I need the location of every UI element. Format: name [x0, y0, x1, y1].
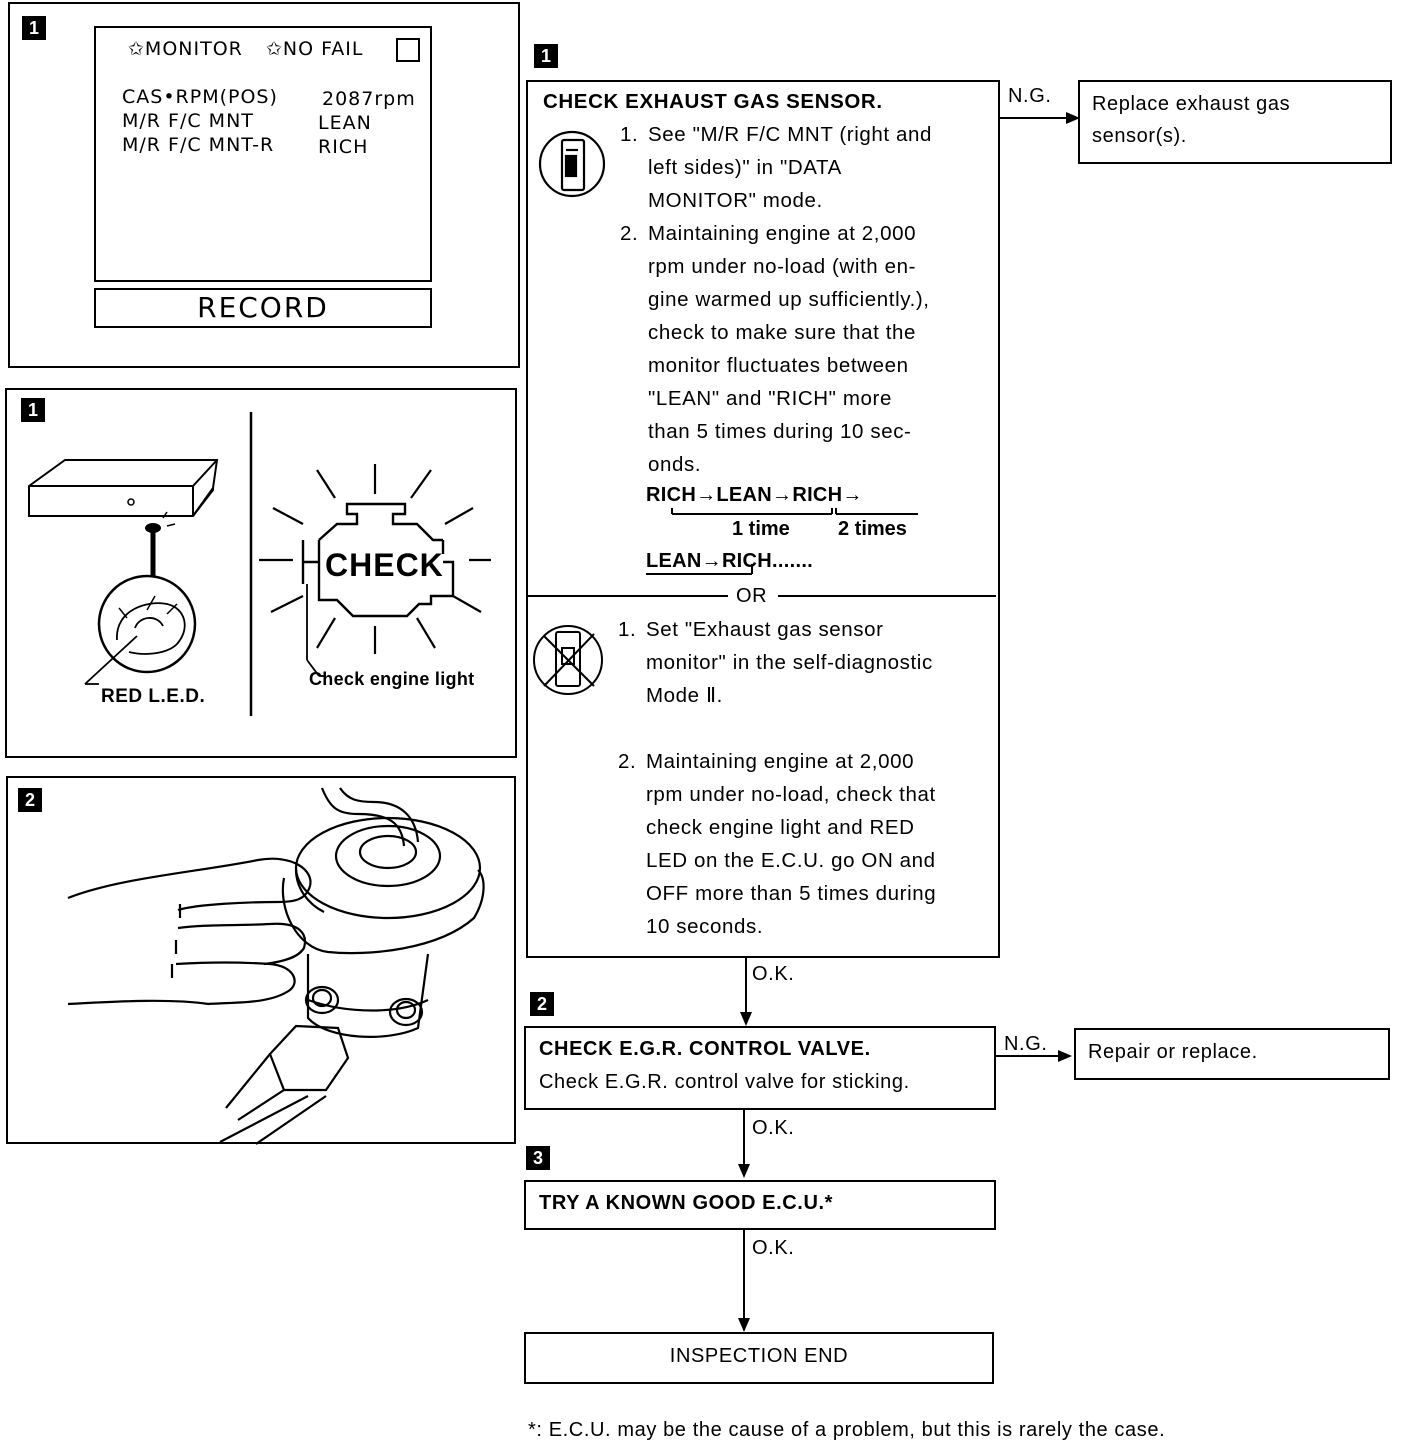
sequence-1-time: 1 time: [732, 518, 790, 540]
ecu-illustration: [28, 412, 491, 716]
led-panel-badge: 1: [21, 398, 45, 422]
no-fail-label: ✩NO FAIL: [266, 38, 364, 60]
step1-title: CHECK EXHAUST GAS SENSOR.: [543, 90, 883, 113]
item-line: rpm under no-load, check that: [646, 783, 936, 806]
item-number: 1.: [620, 123, 639, 146]
monitor-row-value: RICH: [318, 136, 369, 158]
item-line: "LEAN" and "RICH" more: [648, 387, 892, 410]
check-engine-caption: Check engine light: [309, 669, 475, 689]
step3-title: TRY A KNOWN GOOD E.C.U.*: [539, 1192, 834, 1214]
inspection-end-box: INSPECTION END: [524, 1332, 994, 1384]
step2-box: CHECK E.G.R. CONTROL VALVE. Check E.G.R.…: [524, 1026, 996, 1110]
egr-valve-illustration: [67, 787, 485, 1145]
step3-badge: 3: [526, 1146, 550, 1170]
sequence-line-2: LEAN→RICH.......: [646, 550, 814, 572]
item-number: 1.: [618, 618, 637, 641]
monitor-row-value: LEAN: [318, 112, 372, 134]
red-led-label: RED L.E.D.: [101, 686, 206, 707]
item-line: onds.: [648, 453, 702, 476]
step3-ok-label: O.K.: [752, 1237, 795, 1259]
item-number: 2.: [620, 222, 639, 245]
step1-ok-label: O.K.: [752, 963, 795, 985]
egr-valve-panel: 2: [6, 776, 516, 1145]
monitor-screen: ✩MONITOR ✩NO FAIL CAS•RPM(POS) 2087rpm M…: [94, 26, 432, 282]
step2-ng-action-box: Repair or replace.: [1074, 1028, 1390, 1080]
item-number: 2.: [618, 750, 637, 773]
monitor-row-value: 2087rpm: [322, 88, 416, 110]
monitor-checkbox: [396, 38, 420, 62]
monitor-row-name: M/R F/C MNT-R: [122, 134, 275, 156]
footnote: *: E.C.U. may be the cause of a problem,…: [528, 1419, 1166, 1441]
step1-ng-action-box: Replace exhaust gas sensor(s).: [1078, 80, 1392, 164]
or-label: OR: [736, 585, 768, 607]
monitor-panel-badge: 1: [22, 16, 46, 40]
ng-action-line: sensor(s).: [1092, 125, 1187, 147]
ng-action-line: Replace exhaust gas: [1092, 93, 1291, 115]
step1-box: [526, 80, 1000, 958]
item-line: 10 seconds.: [646, 915, 764, 938]
item-line: than 5 times during 10 sec-: [648, 420, 912, 443]
item-line: check to make sure that the: [648, 321, 917, 344]
monitor-label: ✩MONITOR: [128, 38, 243, 60]
item-line: Mode Ⅱ.: [646, 684, 723, 707]
record-button[interactable]: RECORD: [94, 288, 432, 328]
inspection-end-label: INSPECTION END: [669, 1345, 849, 1367]
sequence-line-1: RICH→LEAN→RICH→: [646, 484, 863, 506]
sequence-2-times: 2 times: [838, 518, 907, 540]
item-line: OFF more than 5 times during: [646, 882, 937, 905]
item-line: check engine light and RED: [646, 816, 915, 839]
step2-ok-label: O.K.: [752, 1117, 795, 1139]
step1-ng-label: N.G.: [1008, 85, 1052, 107]
monitor-row-name: CAS•RPM(POS): [122, 86, 278, 108]
item-line: LED on the E.C.U. go ON and: [646, 849, 936, 872]
item-line: MONITOR" mode.: [648, 189, 823, 212]
step1-badge: 1: [534, 44, 558, 68]
item-line: left sides)" in "DATA: [648, 156, 842, 179]
item-line: Maintaining engine at 2,000: [648, 222, 917, 245]
step2-badge: 2: [530, 992, 554, 1016]
led-panel: 1: [5, 388, 517, 758]
step2-ng-action: Repair or replace.: [1088, 1041, 1258, 1063]
item-line: monitor" in the self-diagnostic: [646, 651, 933, 674]
item-line: See "M/R F/C MNT (right and: [648, 123, 932, 146]
record-label: RECORD: [197, 291, 329, 324]
step2-ng-label: N.G.: [1004, 1033, 1048, 1055]
egr-panel-badge: 2: [18, 788, 42, 812]
check-engine-text: CHECK: [325, 547, 444, 583]
step2-title: CHECK E.G.R. CONTROL VALVE.: [539, 1038, 871, 1060]
item-line: monitor fluctuates between: [648, 354, 909, 377]
item-line: gine warmed up sufficiently.),: [648, 288, 930, 311]
step3-box: TRY A KNOWN GOOD E.C.U.*: [524, 1180, 996, 1230]
monitor-row-name: M/R F/C MNT: [122, 110, 254, 132]
monitor-panel: 1 ✩MONITOR ✩NO FAIL CAS•RPM(POS) 2087rpm…: [8, 2, 520, 368]
step2-text: Check E.G.R. control valve for sticking.: [539, 1071, 910, 1093]
item-line: Maintaining engine at 2,000: [646, 750, 915, 773]
item-line: Set "Exhaust gas sensor: [646, 618, 884, 641]
item-line: rpm under no-load (with en-: [648, 255, 917, 278]
